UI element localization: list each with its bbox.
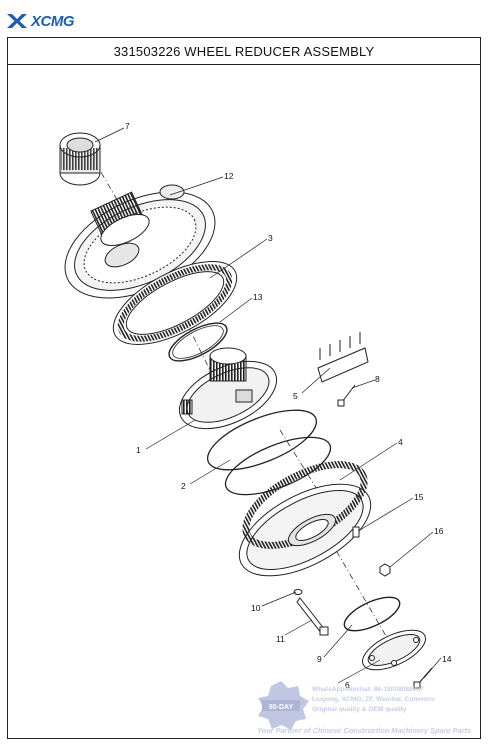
callout-1: 1 [136, 445, 141, 455]
drawing-frame: 331503226 WHEEL REDUCER ASSEMBLY [7, 37, 481, 739]
part-3-ring-gear [112, 261, 238, 345]
callout-12: 12 [224, 171, 234, 181]
part-7-sun-gear [59, 132, 101, 186]
part-6-end-cover [362, 629, 426, 671]
xcmg-logo-icon [7, 14, 27, 28]
brand-logo: XCMG [6, 10, 75, 32]
callout-3: 3 [268, 233, 273, 243]
callout-7: 7 [125, 121, 130, 131]
part-11-stud [296, 597, 329, 636]
callout-11: 11 [276, 634, 285, 644]
brand-name: XCMG [31, 12, 75, 30]
part-1-carrier-assembly [178, 347, 278, 430]
part-10-washer [293, 589, 303, 595]
callout-labels: 7 12 3 13 5 8 1 2 4 15 16 10 11 9 6 14 [125, 121, 452, 690]
callout-8: 8 [375, 374, 380, 384]
callout-16: 16 [434, 526, 444, 536]
part-13-snap-ring [168, 322, 228, 362]
callout-2: 2 [181, 481, 186, 491]
part-16-hex-plug [379, 563, 391, 577]
warranty-badge-icon: 90-DAY [258, 681, 309, 730]
callout-10: 10 [251, 603, 261, 613]
watermark-line: Liugong, XCMG, ZF, Weichai, Cummins [312, 696, 435, 703]
title-bar: 331503226 WHEEL REDUCER ASSEMBLY [8, 38, 480, 65]
part-5-clip-cage [317, 332, 369, 383]
callout-4: 4 [398, 437, 403, 447]
leader-lines [94, 127, 442, 684]
badge-label: 90-DAY [269, 704, 294, 711]
part-4-wheel-hub [238, 461, 372, 577]
part-15-plug [352, 526, 360, 538]
watermark-contact: WhatsApp/Wechat: 86-18008088087 Liugong,… [312, 685, 482, 715]
part-14-bolt [413, 667, 433, 689]
callout-13: 13 [253, 292, 263, 302]
part-9-o-ring [343, 596, 401, 632]
page-title: 331503226 WHEEL REDUCER ASSEMBLY [113, 43, 375, 59]
watermark-footer: Your Partner of Chinese Construction Mac… [257, 726, 472, 735]
watermark-line: WhatsApp/Wechat: 86-18008088087 [312, 686, 424, 693]
watermark-line: Original quality & OEM quality [312, 706, 407, 713]
callout-15: 15 [414, 492, 424, 502]
callout-5: 5 [293, 391, 298, 401]
part-2-o-rings [206, 409, 332, 496]
callout-14: 14 [442, 654, 452, 664]
callout-9: 9 [317, 654, 322, 664]
callout-6: 6 [345, 680, 350, 690]
